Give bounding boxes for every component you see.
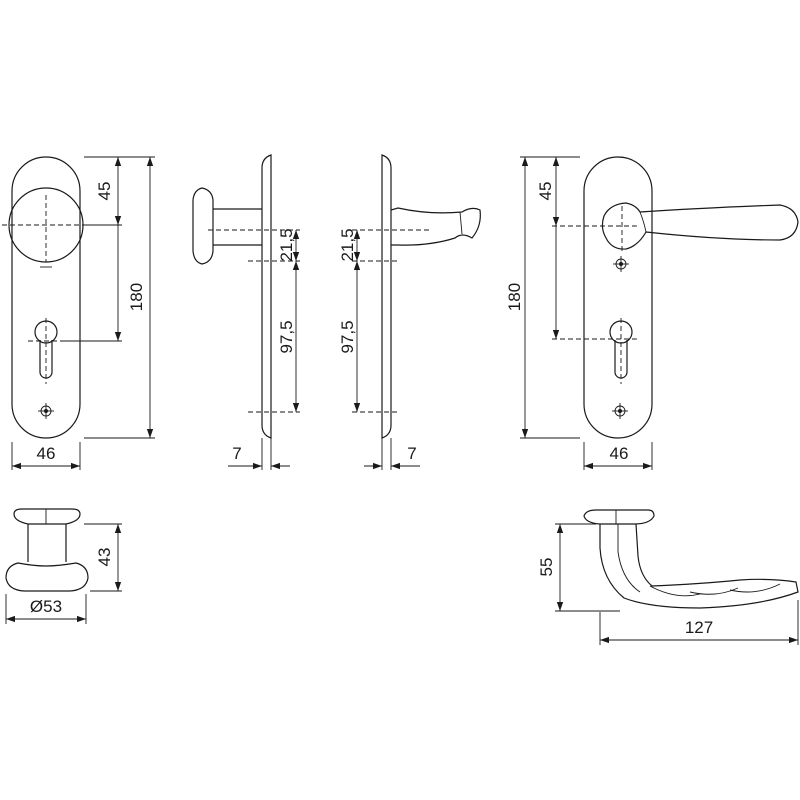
knob-head-top [5,562,89,592]
dim-label-43: 43 [95,548,114,567]
lever-side-view: 21,5 97,5 7 [338,154,481,470]
lever-cylinder-keyhole [552,318,640,384]
knob-top-view: 43 Ø53 [5,508,122,624]
knob-neck-side [213,208,262,246]
dim-label-7-knob: 7 [232,444,241,463]
knob-rose-top [13,508,81,525]
lever-arm-top [599,523,799,609]
lever-center-mark [552,206,640,252]
lever-handle-front [601,202,799,250]
lever-plate-front-view: 45 180 46 [505,156,799,470]
knob-center-mark [2,195,86,268]
lever-side-handle [390,207,481,246]
knob-side-plate [261,154,272,439]
dim-label-21-5-knob: 21,5 [277,228,296,261]
lever-top-view: 55 127 [537,509,799,645]
knob-plate-front-view: 45 180 46 [2,156,155,470]
dim-label-55: 55 [537,558,556,577]
dim-label-46-lever: 46 [610,444,629,463]
dim-label-45: 45 [95,182,114,201]
dim-label-7-lever: 7 [407,444,416,463]
dim-label-45-lever: 45 [536,182,555,201]
cylinder-keyhole [28,318,64,384]
knob-head-side [192,187,214,265]
dim-label-127: 127 [685,618,713,637]
dim-label-97-5-lever: 97,5 [338,320,357,353]
knob-backplate-outline [11,156,81,439]
dim-label-180-lever: 180 [505,283,524,311]
dim-label-21-5-lever: 21,5 [338,228,357,261]
dim-label-180: 180 [127,283,146,311]
lever-side-plate [381,154,392,439]
dim-label-d53: Ø53 [30,597,62,616]
screw-hole [38,403,54,419]
knob-side-view: 21,5 97,5 7 [192,154,300,470]
lever-rose-top [583,509,655,525]
lower-screw-hole [612,403,628,419]
dim-label-97-5-knob: 97,5 [277,320,296,353]
upper-screw-hole [613,256,629,272]
lever-backplate-outline [583,156,653,439]
knob-neck-top [27,524,67,562]
dim-label-46: 46 [37,444,56,463]
